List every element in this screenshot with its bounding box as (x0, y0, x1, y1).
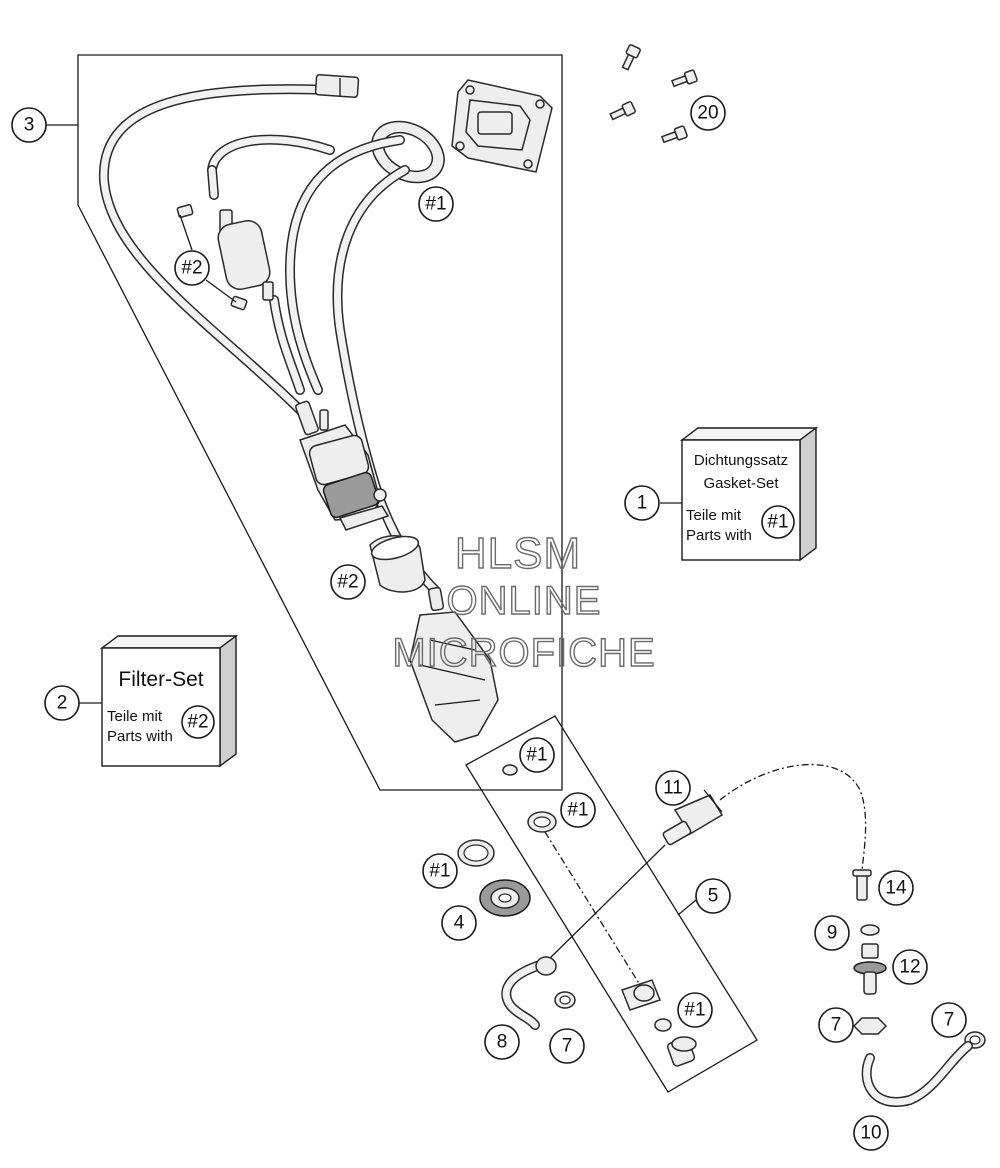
callout-7-nut: 7 (818, 1007, 854, 1043)
callout-ref-pump-sleeve: #2 (330, 564, 366, 600)
callout-ref-filter-clips: #2 (174, 250, 210, 286)
svg-text:8: 8 (497, 1032, 508, 1053)
svg-text:14: 14 (885, 878, 907, 899)
o-ring-9 (860, 924, 880, 936)
filter-box-line1: Teile mit (107, 708, 163, 725)
small-o-ring-a (502, 764, 518, 776)
fuel-outlet-nipple (621, 979, 661, 1011)
flange-screws (609, 44, 698, 144)
callout-14: 14 (878, 870, 914, 906)
fuel-filter (176, 204, 274, 311)
vent-valve-12 (853, 943, 887, 995)
quick-connector-11 (662, 789, 724, 846)
svg-text:5: 5 (708, 886, 719, 907)
svg-text:2: 2 (57, 693, 68, 714)
callout-20: 20 (690, 95, 726, 131)
connector-leader-line (544, 844, 666, 964)
callout-11: 11 (655, 770, 691, 806)
callout-3: 3 (11, 107, 47, 143)
callout-9: 9 (814, 915, 850, 951)
callout-7-clamp-left: 7 (549, 1028, 585, 1064)
vent-pin-14 (852, 869, 872, 901)
filter-box-title: Filter-Set (118, 668, 203, 691)
svg-text:#2: #2 (181, 258, 202, 279)
flange-gasket-ring (371, 120, 445, 184)
gasket-set-box: Dichtungssatz Gasket-Set Teile mit Parts… (679, 426, 819, 562)
svg-text:#1: #1 (684, 1000, 705, 1021)
o-ring-b (527, 811, 557, 833)
svg-text:7: 7 (831, 1015, 842, 1036)
watermark-line3: MICROFICHE (392, 631, 655, 675)
watermark-line1: HLSM (455, 529, 581, 578)
svg-text:7: 7 (944, 1010, 955, 1031)
svg-text:11: 11 (663, 778, 683, 799)
fuel-strainer (409, 586, 499, 743)
watermark: HLSM ONLINE MICROFICHE (392, 528, 656, 675)
callout-2: 2 (44, 685, 80, 721)
centre-line-5 (544, 831, 641, 986)
svg-text:9: 9 (827, 923, 838, 944)
gasket-box-line3: Teile mit (686, 507, 742, 524)
hose-8 (501, 956, 557, 1030)
small-o-ring-c (654, 1018, 672, 1032)
fuel-pump-flange (451, 79, 553, 173)
svg-text:10: 10 (860, 1123, 881, 1144)
svg-text:4: 4 (454, 913, 465, 934)
pump-sleeve (369, 535, 426, 593)
connector-hose-dashed (719, 763, 867, 871)
svg-text:#1: #1 (567, 800, 588, 821)
fuel-flange-group-outline (465, 715, 758, 1093)
outlet-fitting (666, 1036, 697, 1067)
leader-lines (45, 124, 697, 916)
grommet-4 (479, 879, 531, 917)
harness-connector-plug (314, 74, 360, 98)
gasket-box-line2: Gasket-Set (703, 475, 779, 492)
gasket-box-line4: Parts with (686, 527, 752, 544)
fuel-pump-unit (295, 400, 390, 531)
callout-1: 1 (624, 485, 660, 521)
filter-box-ref: #2 (181, 705, 215, 739)
svg-text:#2: #2 (187, 712, 208, 733)
callout-ref-o-ring-d: #1 (677, 992, 713, 1028)
hose-clamp-7a (554, 991, 576, 1009)
callout-7-clamp-right: 7 (931, 1002, 967, 1038)
svg-text:#1: #1 (425, 194, 446, 215)
nut-7b (852, 1017, 888, 1035)
svg-text:7: 7 (562, 1036, 573, 1057)
callout-ref-o-ring-a: #1 (519, 737, 555, 773)
vent-hose-10 (861, 1041, 973, 1107)
fuel-pump-assembly-outline (77, 54, 563, 791)
svg-text:3: 3 (24, 115, 35, 136)
svg-text:#1: #1 (526, 745, 547, 766)
filter-box-line2: Parts with (107, 728, 173, 745)
callout-10: 10 (853, 1115, 889, 1151)
svg-text:12: 12 (899, 957, 920, 978)
callout-ref-o-ring-b: #1 (560, 792, 596, 828)
filter-set-box: Filter-Set Teile mit Parts with #2 (99, 634, 239, 768)
svg-text:#2: #2 (337, 572, 358, 593)
callout-5: 5 (695, 878, 731, 914)
svg-text:#1: #1 (429, 861, 450, 882)
gasket-box-ref: #1 (761, 505, 795, 539)
callout-12: 12 (892, 949, 928, 985)
watermark-line2: ONLINE (447, 579, 602, 623)
callout-ref-o-ring-c: #1 (422, 853, 458, 889)
callout-8: 8 (484, 1024, 520, 1060)
svg-text:20: 20 (697, 103, 718, 124)
gasket-box-line1: Dichtungssatz (694, 452, 788, 469)
svg-text:#1: #1 (767, 512, 788, 533)
callout-ref-regulator-ring: #1 (418, 186, 454, 222)
o-ring-large (457, 839, 495, 867)
callout-4: 4 (441, 905, 477, 941)
svg-text:1: 1 (637, 493, 648, 514)
